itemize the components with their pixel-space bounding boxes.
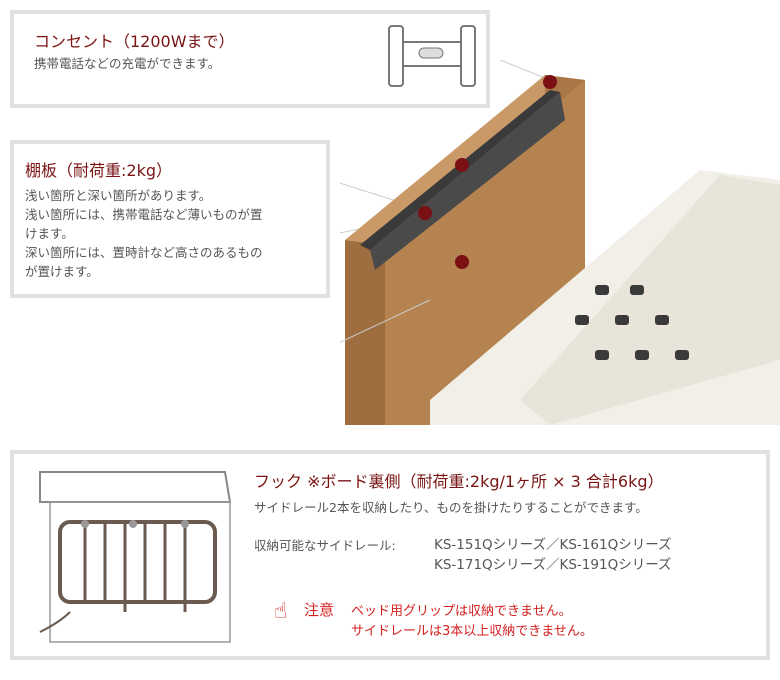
compatible-models: KS-171Qシリーズ／KS-191Qシリーズ <box>434 557 672 573</box>
hook-title: フック ※ボード裏側（耐荷重:2kg/1ヶ所 × 3 合計6kg） <box>254 472 664 491</box>
caution-label: 注意 <box>304 601 335 619</box>
compatible-models: KS-151Qシリーズ／KS-161Qシリーズ <box>434 537 672 553</box>
caution-line: サイドレールは3本以上収納できません。 <box>351 624 593 639</box>
compatible-label: 収納可能なサイドレール: <box>254 538 396 553</box>
pointing-hand-icon: ☝ <box>274 599 288 624</box>
outlet-marker <box>543 75 557 89</box>
shelf-line: けます。 <box>25 226 74 241</box>
hook-marker <box>455 255 469 269</box>
outlet-title: コンセント（1200Wまで） <box>34 32 235 51</box>
hook-illustration <box>39 471 232 643</box>
shelf-marker-deep <box>418 206 432 220</box>
shelf-marker-shallow <box>455 158 469 172</box>
outlet-panel: コンセント（1200Wまで） 携帯電話などの充電ができます。 <box>10 10 490 108</box>
hook-panel: フック ※ボード裏側（耐荷重:2kg/1ヶ所 × 3 合計6kg） サイドレール… <box>10 450 770 660</box>
shelf-line: 浅い箇所と深い箇所があります。 <box>25 188 212 203</box>
hook-desc: サイドレール2本を収納したり、ものを掛けたりすることができます。 <box>254 500 648 515</box>
outlet-icon <box>388 25 476 87</box>
caution-line: ベッド用グリップは収納できません。 <box>351 604 572 619</box>
shelf-line: 浅い箇所には、携帯電話など薄いものが置 <box>25 207 263 222</box>
shelf-panel: 棚板（耐荷重:2kg） 浅い箇所と深い箇所があります。 浅い箇所には、携帯電話な… <box>10 140 330 298</box>
shelf-line: 深い箇所には、置時計など高さのあるもの <box>25 245 263 260</box>
headboard-illustration <box>340 60 780 425</box>
shelf-line: が置けます。 <box>25 264 99 279</box>
shelf-title: 棚板（耐荷重:2kg） <box>25 161 172 180</box>
outlet-desc: 携帯電話などの充電ができます。 <box>34 56 221 71</box>
